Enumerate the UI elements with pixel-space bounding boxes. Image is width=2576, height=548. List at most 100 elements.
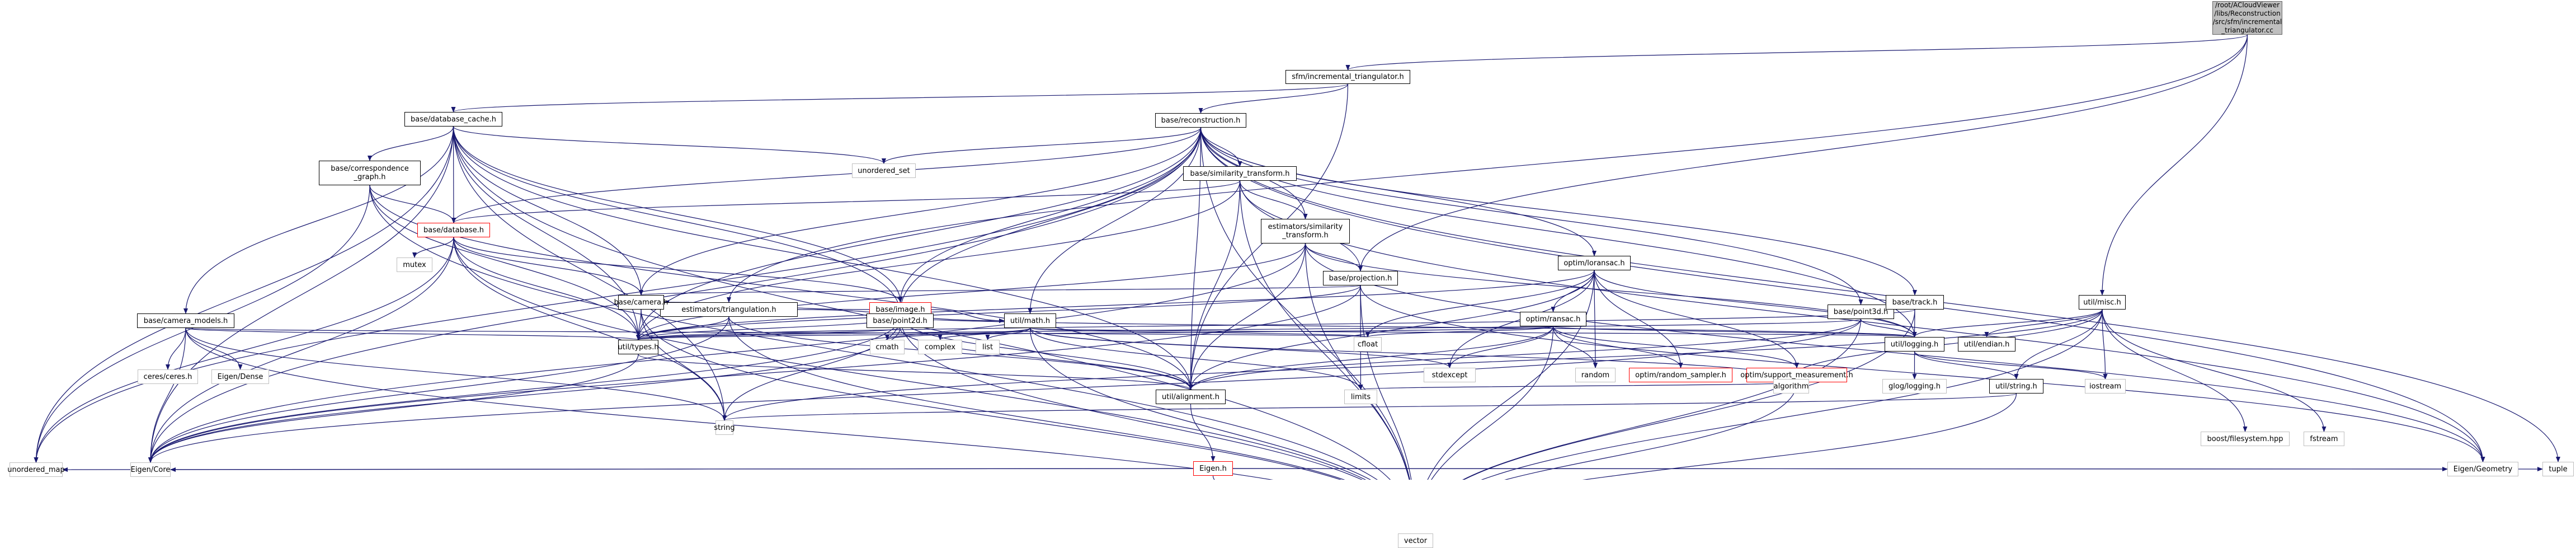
include-dependency-graph: /root/ACloudViewer /libs/Reconstruction …: [7, 1, 2574, 548]
node-label: string: [714, 423, 735, 432]
edge-db-cache-to-alignment: [453, 126, 1193, 390]
edge-est-sim-tf-to-eigen-core: [148, 243, 1306, 463]
node-label: Eigen/Dense: [217, 372, 263, 381]
edge-image-to-logging: [900, 316, 1916, 338]
node-label: base/reconstruction.h: [1161, 116, 1241, 125]
edge-point2d-to-eigen-core: [148, 327, 901, 463]
edge-loransac-to-random: [1593, 270, 1598, 368]
edge-image-to-math: [931, 309, 1005, 323]
node-string: string: [714, 420, 735, 435]
node-eigen-dense: Eigen/Dense: [211, 369, 269, 384]
node-ustring[interactable]: util/string.h: [1989, 379, 2043, 394]
node-alignment[interactable]: util/alignment.h: [1156, 390, 1226, 404]
edge-sim-tf-to-alignment: [1188, 180, 1241, 390]
edge-reconstruction-to-types: [636, 127, 1202, 340]
node-math[interactable]: util/math.h: [1004, 313, 1056, 328]
node-label: base/camera.h: [614, 298, 668, 307]
edge-reconstruction-to-image: [898, 127, 1202, 303]
edge-loransac-to-cfloat: [1365, 270, 1595, 338]
node-point2d[interactable]: base/point2d.h: [866, 313, 934, 328]
edge-db-cache-to-camera-models: [183, 126, 454, 314]
node-corr-graph[interactable]: base/correspondence _graph.h: [319, 161, 421, 185]
edge-image-to-vector: [900, 316, 1363, 480]
edge-database-to-mutex: [412, 237, 454, 258]
edge-database-to-string: [453, 237, 727, 421]
node-misc[interactable]: util/misc.h: [2079, 295, 2126, 310]
node-logging[interactable]: util/logging.h: [1885, 337, 1944, 352]
node-est-tri[interactable]: estimators/triangulation.h: [660, 302, 798, 317]
node-label: base/projection.h: [1329, 274, 1392, 283]
node-eigen-h[interactable]: Eigen.h: [1193, 461, 1233, 476]
node-label: base/image.h: [875, 305, 925, 314]
node-sfm-inc-tri[interactable]: sfm/incremental_triangulator.h: [1285, 70, 1410, 84]
node-est-sim-tf[interactable]: estimators/similarity _transform.h: [1261, 219, 1350, 243]
edge-reconstruction-to-unordered-set: [882, 127, 1202, 164]
node-label: list: [982, 343, 993, 352]
edge-camera-models-to-string: [185, 327, 727, 421]
node-endian[interactable]: util/endian.h: [1958, 337, 2015, 352]
edge-database-to-unordered-map: [34, 237, 454, 463]
node-db-cache[interactable]: base/database_cache.h: [404, 112, 502, 127]
edge-corr-graph-to-types: [369, 185, 641, 340]
node-database[interactable]: base/database.h: [417, 223, 490, 237]
node-label: Eigen.h: [1199, 464, 1227, 473]
node-label: util/math.h: [1010, 316, 1051, 325]
node-tuple: tuple: [2542, 462, 2574, 476]
node-point3d[interactable]: base/point3d.h: [1828, 305, 1894, 319]
node-fstream: fstream: [2304, 432, 2344, 446]
edge-database-to-eigen-core: [148, 237, 454, 463]
edge-eigen-h-to-unordered-map: [62, 467, 1194, 472]
edge-camera-to-vector: [641, 309, 1342, 480]
node-ceres: ceres/ceres.h: [138, 369, 198, 384]
edge-database-to-types: [453, 237, 641, 340]
edge-misc-to-fstream: [2102, 309, 2327, 432]
edge-camera-models-to-eigen-core: [148, 327, 186, 463]
node-reconstruction[interactable]: base/reconstruction.h: [1155, 113, 1246, 128]
node-label: unordered_map: [7, 465, 65, 474]
edge-loransac-to-logging: [1594, 270, 1917, 338]
node-support-meas[interactable]: optim/support_measurement.h: [1740, 368, 1853, 382]
edge-camera-models-to-vector: [185, 327, 1274, 480]
node-label: /root/ACloudViewer /libs/Reconstruction …: [2212, 1, 2282, 34]
edge-sfm-inc-tri-to-reconstruction: [1198, 83, 1349, 114]
edge-loransac-to-random-sampler: [1594, 270, 1683, 368]
node-label: util/misc.h: [2083, 298, 2121, 307]
node-label: sfm/incremental_triangulator.h: [1292, 73, 1404, 81]
edge-support-meas-to-vector: [1504, 382, 1797, 480]
node-label: util/logging.h: [1890, 340, 1939, 349]
edge-database-to-image: [453, 237, 903, 303]
node-eigen-geometry: Eigen/Geometry: [2447, 462, 2518, 476]
node-projection[interactable]: base/projection.h: [1323, 271, 1398, 285]
node-camera[interactable]: base/camera.h: [614, 295, 668, 310]
node-track[interactable]: base/track.h: [1886, 295, 1944, 310]
node-label: util/string.h: [1995, 382, 2037, 391]
node-sim-tf[interactable]: base/similarity_transform.h: [1183, 166, 1297, 181]
edge-est-tri-to-eigen-core: [148, 316, 729, 463]
node-unordered-map: unordered_map: [7, 462, 65, 477]
node-random-sampler[interactable]: optim/random_sampler.h: [1629, 368, 1732, 382]
edge-projection-to-camera: [639, 285, 1361, 296]
node-label: tuple: [2549, 465, 2568, 474]
node-label: util/endian.h: [1963, 340, 2010, 349]
edge-root-to-projection: [1358, 34, 2248, 271]
edge-est-sim-tf-to-eigen-geometry: [1305, 243, 2485, 462]
edge-camera-models-to-ceres: [166, 327, 186, 370]
edge-reconstruction-to-database: [451, 127, 1202, 223]
edge-reconstruction-to-camera: [639, 127, 1202, 296]
edge-loransac-to-alignment: [1188, 270, 1595, 390]
node-loransac[interactable]: optim/loransac.h: [1558, 256, 1631, 270]
node-unordered-set: unordered_set: [852, 163, 916, 178]
edge-types-to-eigen-core: [148, 354, 639, 463]
edge-db-cache-to-camera: [453, 126, 643, 296]
node-label: base/point2d.h: [873, 316, 927, 325]
node-types[interactable]: util/types.h: [618, 340, 659, 354]
edge-root-to-sfm-inc-tri: [1345, 34, 2248, 71]
edge-ransac-to-stdexcept: [1447, 326, 1554, 368]
edge-ransac-to-support-meas: [1552, 326, 1799, 368]
node-camera-models[interactable]: base/camera_models.h: [137, 313, 234, 328]
node-ransac[interactable]: optim/ransac.h: [1520, 312, 1586, 326]
edge-ustring-to-vector: [1582, 393, 2017, 480]
edge-camera-to-string: [641, 309, 727, 421]
edge-reconstruction-to-point3d: [1200, 127, 1863, 305]
edge-misc-to-string: [722, 309, 2103, 421]
